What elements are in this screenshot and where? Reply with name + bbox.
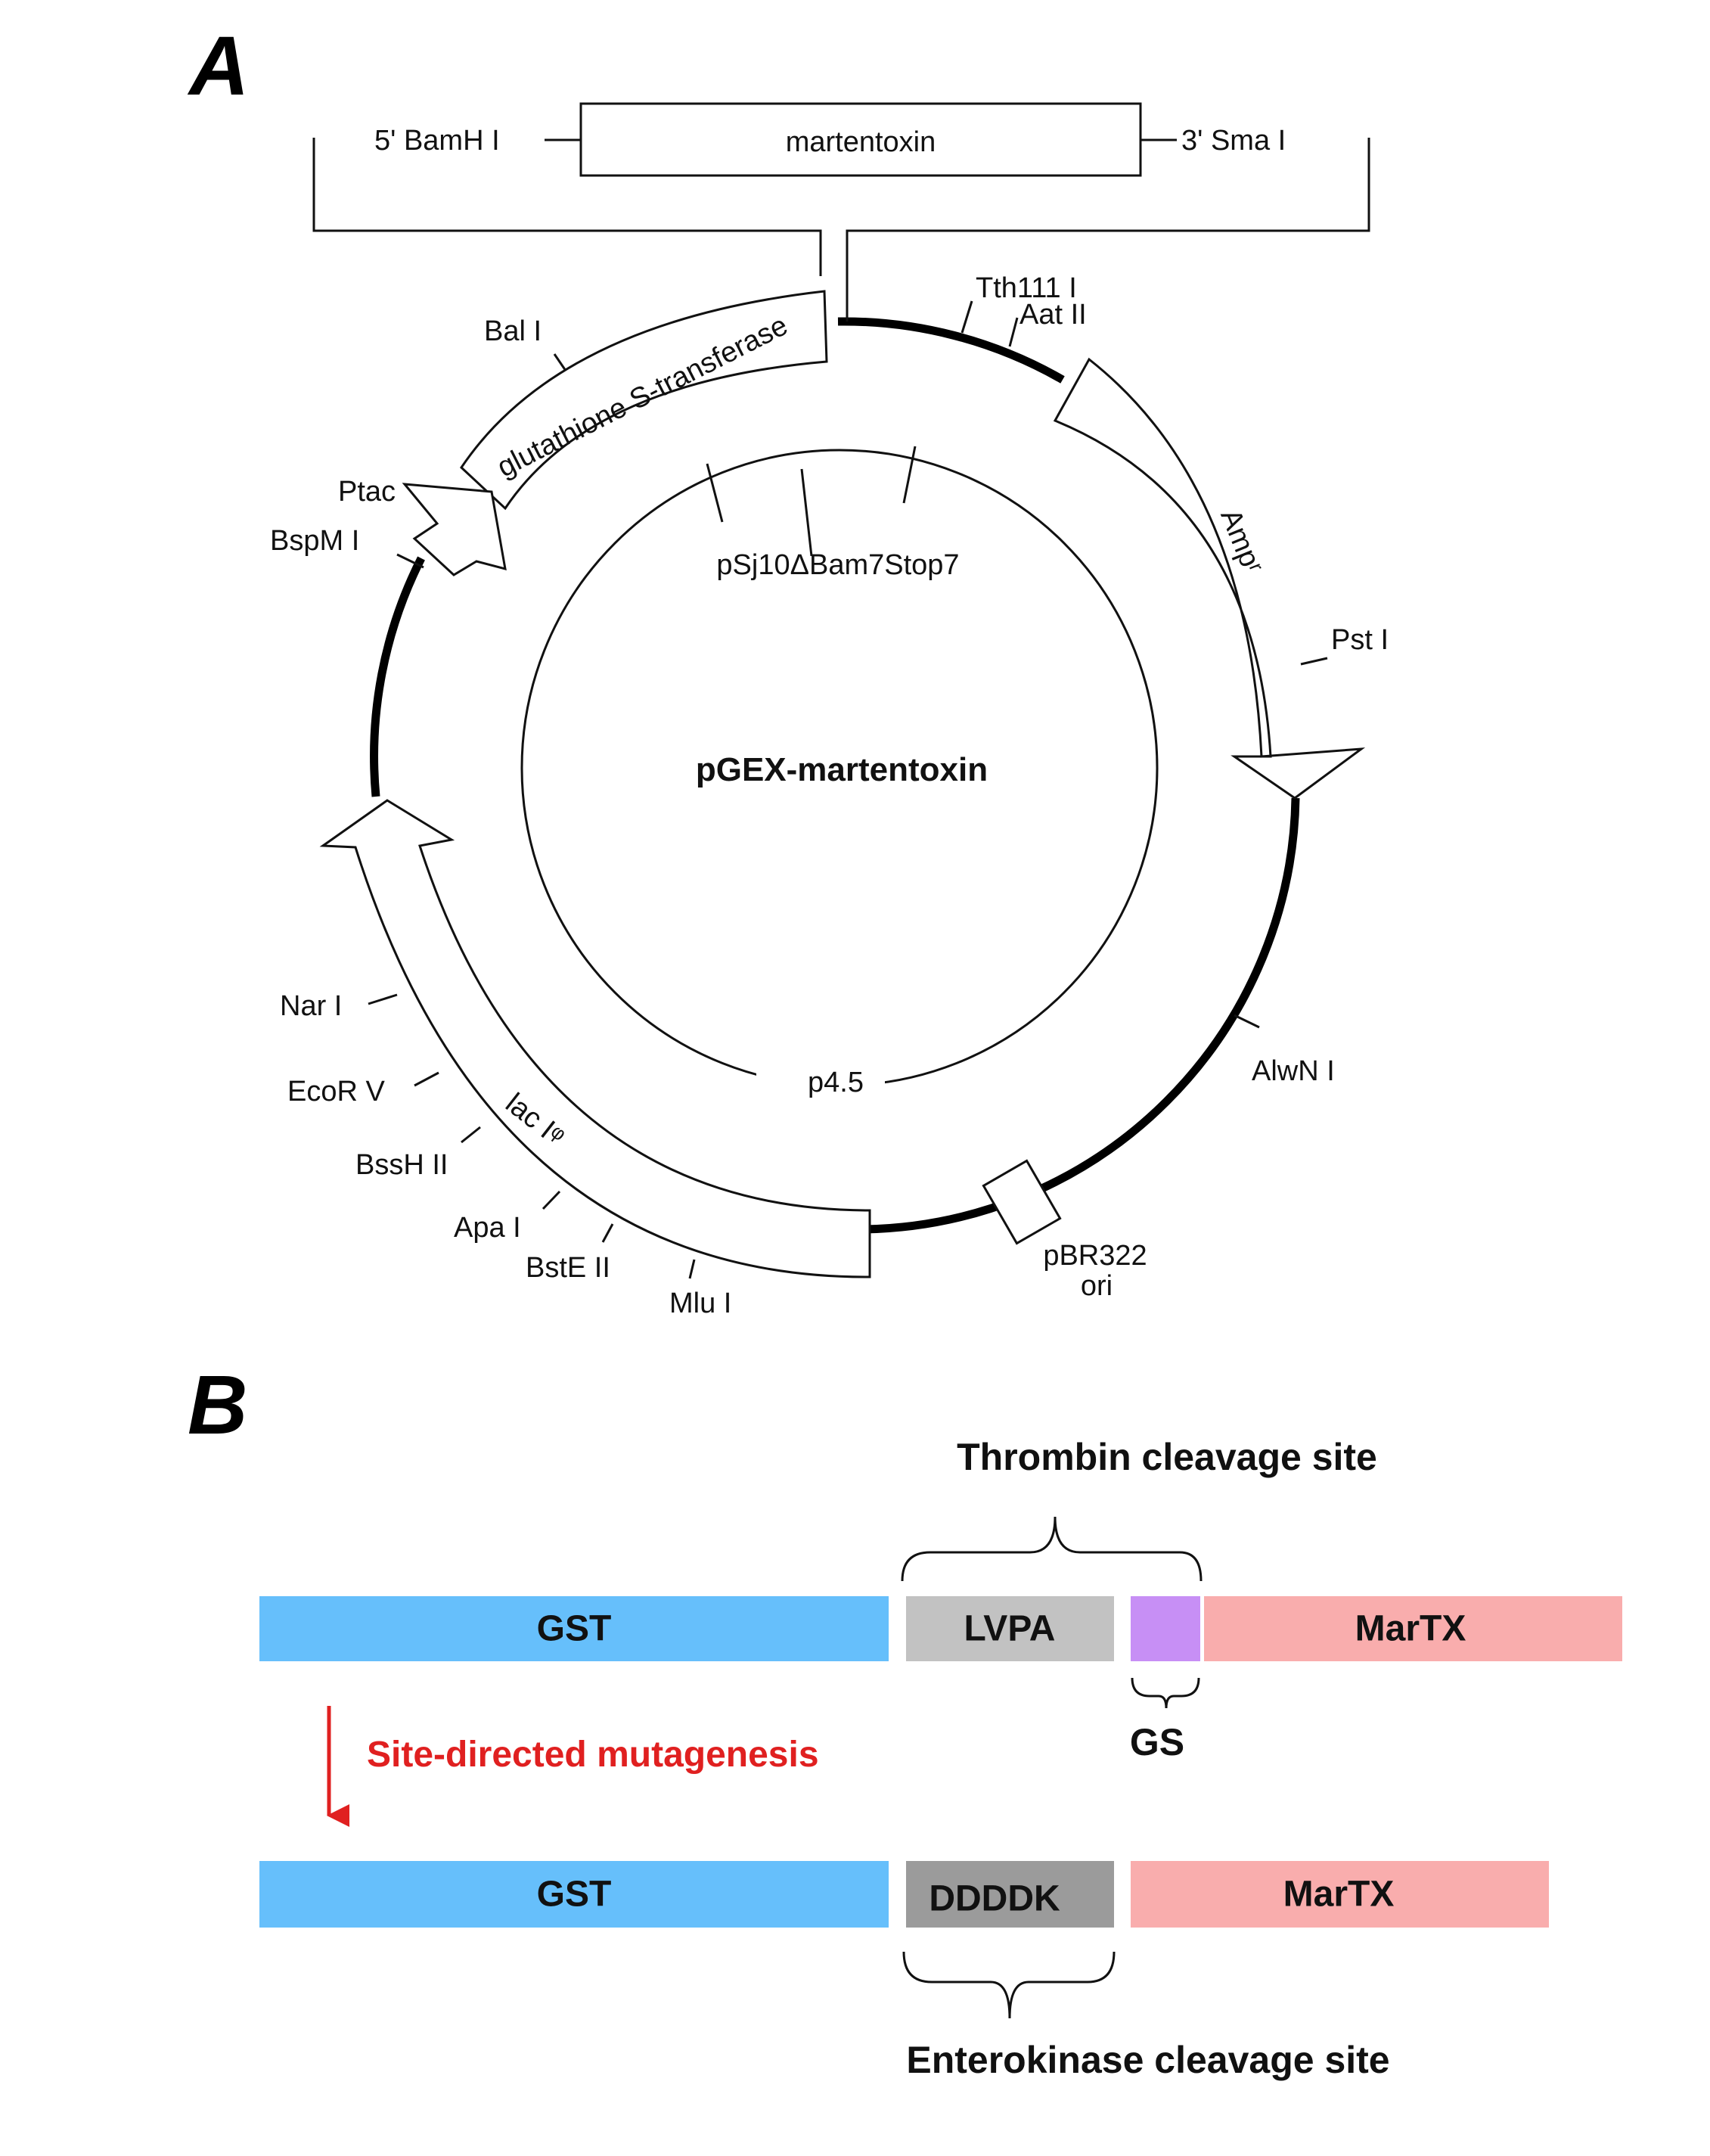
enterokinase-label: Enterokinase cleavage site bbox=[906, 2039, 1389, 2081]
ori-label-1: pBR322 bbox=[1043, 1240, 1147, 1272]
ptac-label: Ptac bbox=[338, 476, 396, 508]
row2-ddddk-box bbox=[906, 1861, 1114, 1928]
panel-b: B Thrombin cleavage site GST LVPA MarTX … bbox=[188, 1359, 1622, 2081]
panel-a-letter: A bbox=[187, 20, 249, 113]
panel-b-letter: B bbox=[188, 1359, 247, 1452]
lac-gene-arrow: lac Iᵠ bbox=[319, 799, 871, 1278]
alwn-label: AlwN I bbox=[1252, 1055, 1335, 1087]
mlu-label: Mlu I bbox=[669, 1288, 731, 1319]
sma-label: 3' Sma I bbox=[1181, 125, 1286, 157]
row1-martx-box bbox=[1204, 1596, 1622, 1661]
ori-box bbox=[982, 1159, 1062, 1245]
row2-martx-box bbox=[1131, 1861, 1549, 1928]
row1-martx-label: MarTX bbox=[1355, 1609, 1466, 1649]
bste-label: BstE II bbox=[526, 1252, 610, 1284]
amp-gene-arrow: Ampʳ bbox=[1053, 357, 1366, 800]
aat-label: Aat II bbox=[1019, 299, 1087, 331]
gs-label: GS bbox=[1130, 1721, 1184, 1763]
panel-a: A 5' BamH I martentoxin 3' Sma I pSj10ΔB… bbox=[187, 20, 1389, 1319]
bspm-label: BspM I bbox=[270, 525, 359, 557]
row1-gs-box bbox=[1131, 1596, 1200, 1661]
inner-bottom-label: p4.5 bbox=[808, 1067, 864, 1098]
row1-lvpa-box bbox=[906, 1596, 1114, 1661]
row1-lvpa-label: LVPA bbox=[964, 1609, 1056, 1649]
mutagenesis-label: Site-directed mutagenesis bbox=[367, 1735, 819, 1775]
gs-brace bbox=[1131, 1677, 1200, 1709]
martentoxin-label: martentoxin bbox=[786, 126, 936, 158]
inner-top-label: pSj10ΔBam7Stop7 bbox=[716, 549, 959, 581]
nar-label: Nar I bbox=[280, 990, 342, 1022]
thrombin-brace bbox=[901, 1516, 1203, 1582]
bssh-label: BssH II bbox=[355, 1149, 448, 1181]
ptac-arrow bbox=[402, 483, 507, 576]
thrombin-label: Thrombin cleavage site bbox=[957, 1436, 1377, 1478]
row1-gst-box bbox=[259, 1596, 889, 1661]
plasmid-backbone bbox=[370, 317, 1300, 1234]
tth111-label: Tth111 I bbox=[976, 272, 1077, 304]
row2-ddddk-label: DDDDK bbox=[929, 1879, 1060, 1919]
ori-label-2: ori bbox=[1081, 1270, 1113, 1302]
insert-bracket bbox=[312, 102, 1370, 276]
ecorv-label: EcoR V bbox=[287, 1076, 385, 1108]
row2-martx-label: MarTX bbox=[1283, 1875, 1395, 1915]
martentoxin-box bbox=[579, 102, 1142, 177]
bal-label: Bal I bbox=[484, 315, 542, 347]
plasmid-name: pGEX-martentoxin bbox=[696, 751, 988, 788]
row1-gst-label: GST bbox=[537, 1609, 612, 1649]
apa-label: Apa I bbox=[454, 1212, 521, 1244]
row2-gst-box bbox=[259, 1861, 889, 1928]
pst-label: Pst I bbox=[1331, 624, 1389, 656]
enterokinase-brace bbox=[902, 1951, 1116, 2019]
site-ticks bbox=[368, 300, 1328, 1279]
bamh-label: 5' BamH I bbox=[374, 125, 500, 157]
row2-gst-label: GST bbox=[537, 1875, 612, 1915]
